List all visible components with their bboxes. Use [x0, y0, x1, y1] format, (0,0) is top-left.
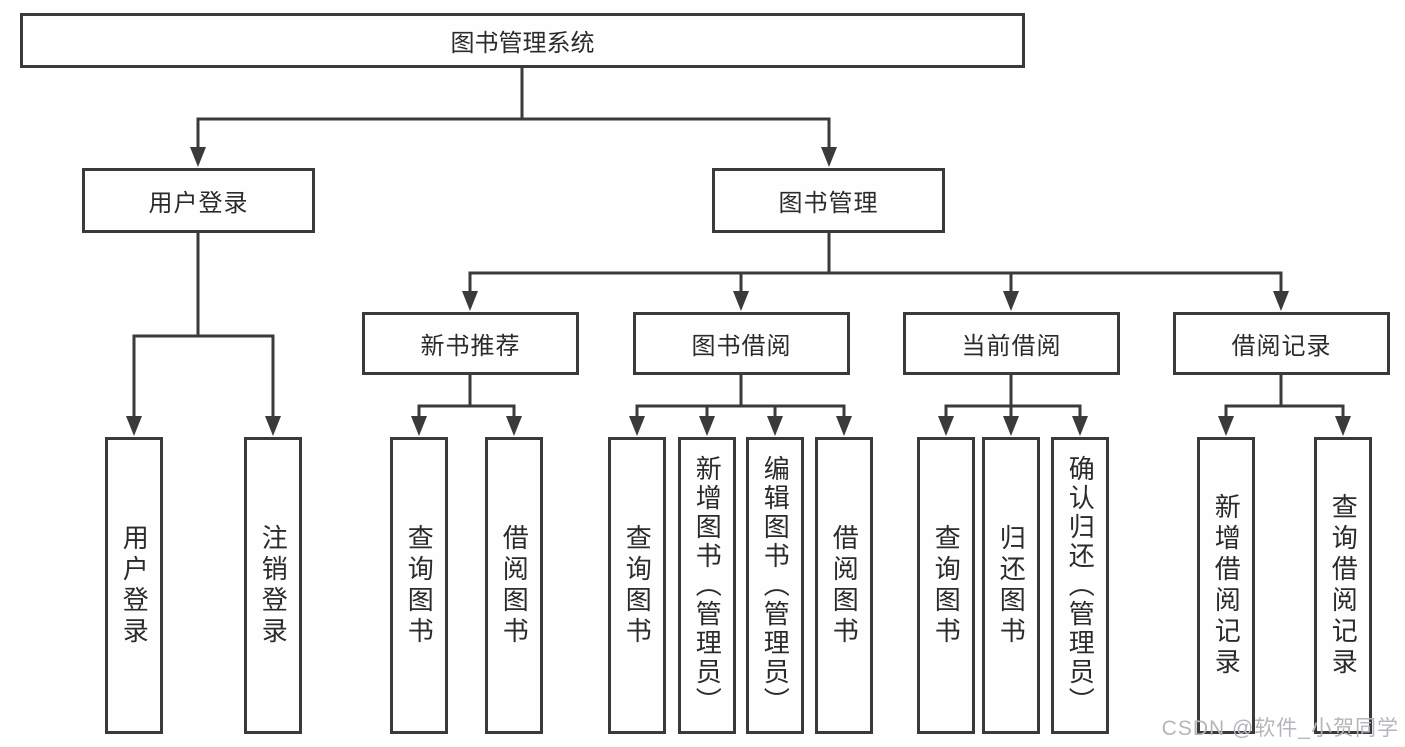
node-borrowing-query-books: 查询图书 [608, 437, 666, 734]
node-label: 当前借阅 [961, 333, 1062, 360]
node-recommend-borrow-books: 借阅图书 [485, 437, 543, 734]
node-current-borrowing: 当前借阅 [903, 312, 1120, 375]
node-user-login: 用户登录 [82, 168, 315, 233]
node-user-login-leaf: 用户登录 [105, 437, 163, 734]
node-edit-books-admin: 编辑图书（管理员） [746, 437, 804, 734]
node-label: 查询图书 [931, 523, 962, 648]
node-label: 归还图书 [996, 523, 1027, 648]
node-label: 新增借阅记录 [1211, 492, 1242, 679]
node-new-book-recommend: 新书推荐 [362, 312, 579, 375]
node-borrowing-borrow-books: 借阅图书 [815, 437, 873, 734]
node-add-books-admin: 新增图书（管理员） [678, 437, 736, 734]
node-label: 查询借阅记录 [1328, 492, 1359, 679]
connector-new-book-recommend-branch [411, 375, 522, 436]
node-return-books: 归还图书 [982, 437, 1040, 734]
node-label: 借阅图书 [829, 523, 860, 648]
node-label: 编辑图书（管理员） [760, 455, 791, 716]
node-book-borrowing: 图书借阅 [633, 312, 850, 375]
node-add-borrow-record: 新增借阅记录 [1197, 437, 1255, 734]
node-label: 借阅记录 [1231, 333, 1332, 360]
node-borrowing-records: 借阅记录 [1173, 312, 1390, 375]
node-confirm-return-admin: 确认归还（管理员） [1051, 437, 1109, 734]
connector-book-management-branch [462, 233, 1289, 311]
node-label: 新增图书（管理员） [692, 455, 723, 716]
connector-user-login-branch [126, 233, 281, 436]
node-recommend-query-books: 查询图书 [390, 437, 448, 734]
csdn-watermark: CSDN @软件_小贺同学 [1161, 717, 1399, 740]
node-label: 确认归还（管理员） [1065, 455, 1096, 716]
node-label: 用户登录 [119, 523, 150, 648]
node-label: 借阅图书 [499, 523, 530, 648]
node-label: 图书管理系统 [450, 30, 595, 57]
connector-book-borrowing-branch [629, 375, 852, 436]
connector-borrowing-records-branch [1218, 375, 1351, 436]
node-label: 图书借阅 [691, 333, 792, 360]
node-label: 查询图书 [622, 523, 653, 648]
connector-current-borrowing-branch [938, 375, 1088, 436]
node-label: 查询图书 [404, 523, 435, 648]
node-logout: 注销登录 [244, 437, 302, 734]
node-book-management-system: 图书管理系统 [20, 13, 1025, 68]
node-label: 新书推荐 [420, 333, 521, 360]
node-current-query-books: 查询图书 [917, 437, 975, 734]
connector-root-to-level2 [190, 68, 837, 167]
node-label: 注销登录 [258, 523, 289, 648]
node-book-management: 图书管理 [712, 168, 945, 233]
node-label: 图书管理 [778, 190, 879, 217]
node-query-borrow-record: 查询借阅记录 [1314, 437, 1372, 734]
node-label: 用户登录 [148, 190, 249, 217]
